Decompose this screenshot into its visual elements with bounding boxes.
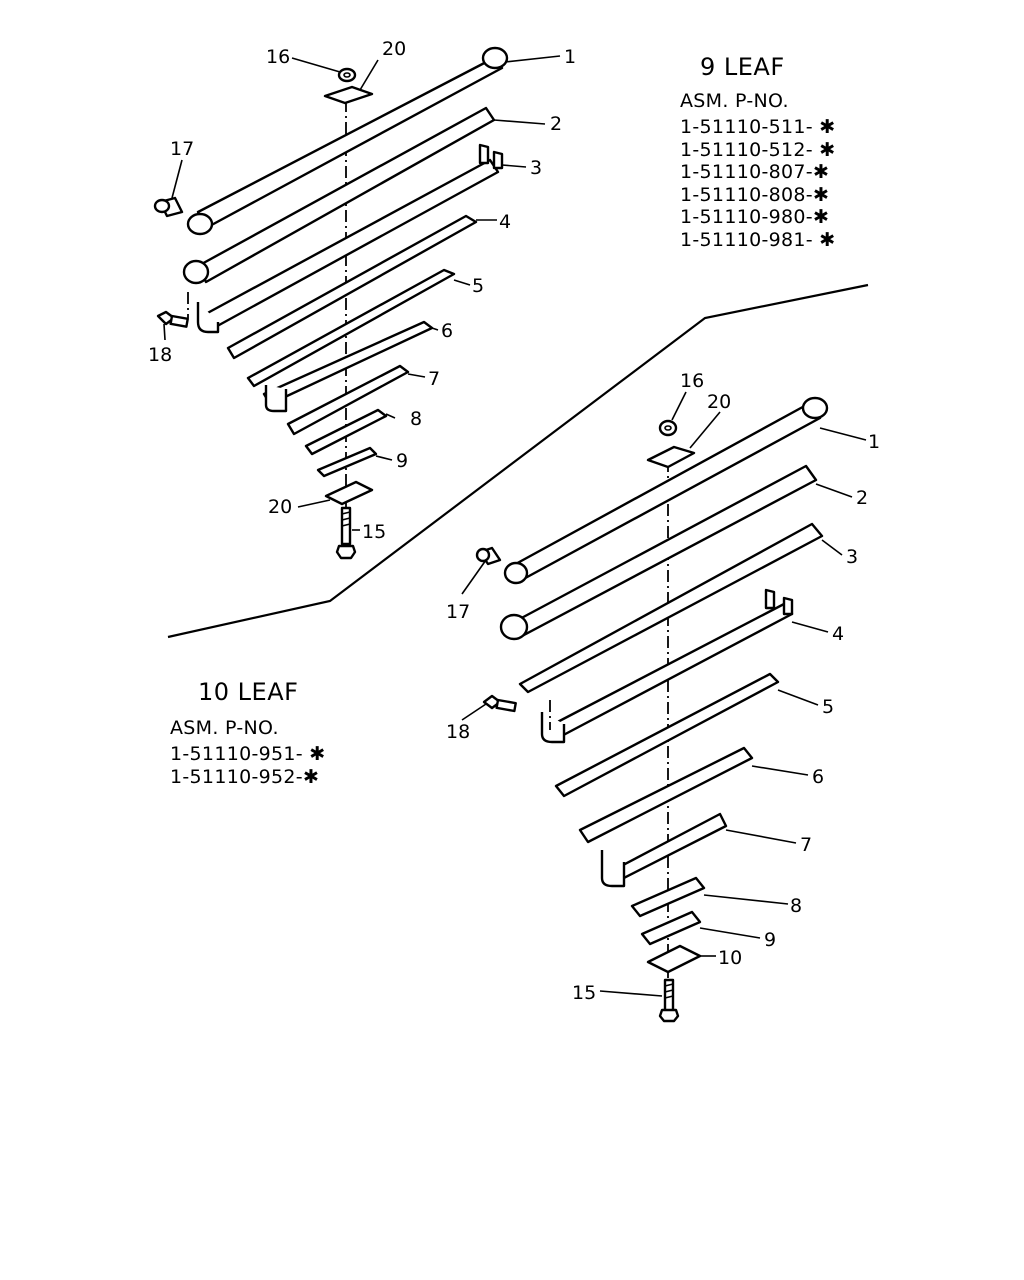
callout-8: 8 (410, 408, 422, 430)
assembly-9-part-number: 1-51110-511- ✱ (680, 116, 836, 138)
assembly-9-title: 9 LEAF (700, 53, 785, 81)
assembly-9-part-number: 1-51110-512- ✱ (680, 139, 836, 161)
callout-7-10: 7 (800, 834, 812, 856)
bushing-17 (153, 196, 184, 218)
callout-6-10: 6 (812, 766, 824, 788)
leaf-8-10 (630, 876, 706, 918)
callout-15: 15 (362, 521, 386, 543)
assembly-9-part-number: 1-51110-808-✱ (680, 184, 830, 206)
callout-16-10: 16 (680, 370, 704, 392)
callout-15-10: 15 (572, 982, 596, 1004)
callout-9-10: 9 (764, 929, 776, 951)
callout-20: 20 (382, 38, 406, 60)
bolt-18-left (156, 310, 189, 328)
leaf-6-10 (578, 746, 754, 844)
callout-20-10: 20 (707, 391, 731, 413)
center-bolt-15-10 (658, 978, 680, 1023)
callout-3: 3 (530, 157, 542, 179)
assembly-10-leaf-drawing: 16 20 1 2 3 17 4 5 18 6 7 8 9 10 15 (446, 370, 880, 1023)
leaf-2-10 (499, 464, 818, 641)
callout-18-10: 18 (446, 721, 470, 743)
assembly-10-part-number: 1-51110-952-✱ (170, 766, 320, 788)
leaf-7 (286, 364, 410, 436)
callout-10-10: 10 (718, 947, 742, 969)
callout-1-10: 1 (868, 431, 880, 453)
assembly-9-leaf-drawing: 16 20 1 2 3 17 4 5 18 6 7 8 9 20 15 (148, 38, 576, 560)
callout-2: 2 (550, 113, 562, 135)
callout-20-lower: 20 (268, 496, 292, 518)
leaf-10-10 (646, 944, 702, 974)
callout-17: 17 (170, 138, 194, 160)
nut-16-top (337, 67, 357, 83)
callout-3-10: 3 (846, 546, 858, 568)
leaf-1-10 (503, 396, 829, 585)
callout-2-10: 2 (856, 487, 868, 509)
callout-8-10: 8 (790, 895, 802, 917)
callout-4: 4 (499, 211, 511, 233)
leaf-7-10 (600, 812, 728, 888)
callout-16: 16 (266, 46, 290, 68)
assembly-10-title: 10 LEAF (198, 678, 299, 706)
pad-20-top (323, 85, 374, 105)
leaf-5 (246, 268, 456, 388)
leaf-9-10 (640, 910, 702, 946)
callout-5-10: 5 (822, 696, 834, 718)
callout-17-10: 17 (446, 601, 470, 623)
callout-6: 6 (441, 320, 453, 342)
center-bolt-15 (335, 506, 357, 560)
leaf-3-10 (518, 522, 824, 694)
assembly-9-asm-label: ASM. P-NO. (680, 90, 789, 112)
assembly-9-part-number: 1-51110-807-✱ (680, 161, 830, 183)
assembly-10-asm-label: ASM. P-NO. (170, 717, 279, 739)
bolt-18-10 (482, 694, 517, 713)
assembly-9-part-number: 1-51110-981- ✱ (680, 229, 836, 251)
callout-5: 5 (472, 275, 484, 297)
callout-1: 1 (564, 46, 576, 68)
leaf-4 (226, 214, 478, 360)
assembly-10-part-number: 1-51110-951- ✱ (170, 743, 326, 765)
leaf-1 (186, 46, 509, 236)
leaf-9 (316, 446, 378, 478)
pad-20-bottom (324, 480, 374, 506)
pad-20-top-10 (646, 445, 696, 469)
callout-9: 9 (396, 450, 408, 472)
callout-18: 18 (148, 344, 172, 366)
bushing-17-10 (475, 546, 502, 566)
leaf-4-10 (540, 588, 794, 744)
leaf-5-10 (554, 672, 780, 798)
callout-4-10: 4 (832, 623, 844, 645)
leaf-8 (304, 408, 388, 456)
nut-16-top-10 (658, 419, 678, 437)
assembly-9-part-number: 1-51110-980-✱ (680, 206, 830, 228)
leaf-3 (196, 143, 504, 334)
assembly-divider-line (167, 283, 869, 639)
callout-7: 7 (428, 368, 440, 390)
